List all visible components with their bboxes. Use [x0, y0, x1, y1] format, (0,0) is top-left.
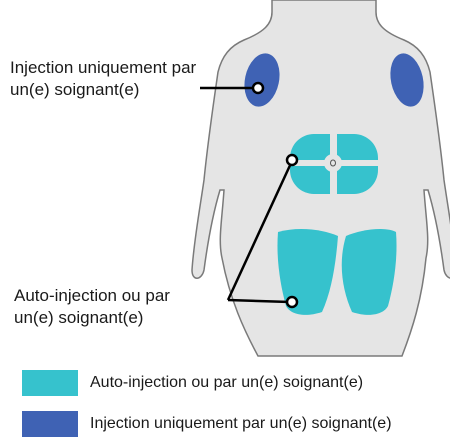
legend-label-self: Auto-injection ou par un(e) soignant(e): [90, 374, 363, 392]
callout-self-line-1: Auto-injection ou par: [14, 285, 170, 307]
legend-label-caregiver: Injection uniquement par un(e) soignant(…: [90, 415, 392, 433]
thigh-leader-dot: [287, 297, 297, 307]
callout-self-or-caregiver: Auto-injection ou par un(e) soignant(e): [14, 285, 170, 329]
legend-item-caregiver-only: Injection uniquement par un(e) soignant(…: [22, 410, 392, 438]
zone-right-thigh: [342, 229, 397, 315]
legend-item-self-or-caregiver: Auto-injection ou par un(e) soignant(e): [22, 369, 363, 397]
legend-swatch-self: [22, 370, 78, 396]
abdomen-leader-dot: [287, 155, 297, 165]
caregiver-leader-dot: [253, 83, 263, 93]
legend-swatch-caregiver: [22, 411, 78, 437]
callout-caregiver-line-2: un(e) soignant(e): [10, 79, 196, 101]
callout-caregiver-only: Injection uniquement par un(e) soignant(…: [10, 57, 196, 101]
zone-abdomen: [290, 134, 378, 194]
callout-self-line-2: un(e) soignant(e): [14, 307, 170, 329]
callout-caregiver-line-1: Injection uniquement par: [10, 57, 196, 79]
